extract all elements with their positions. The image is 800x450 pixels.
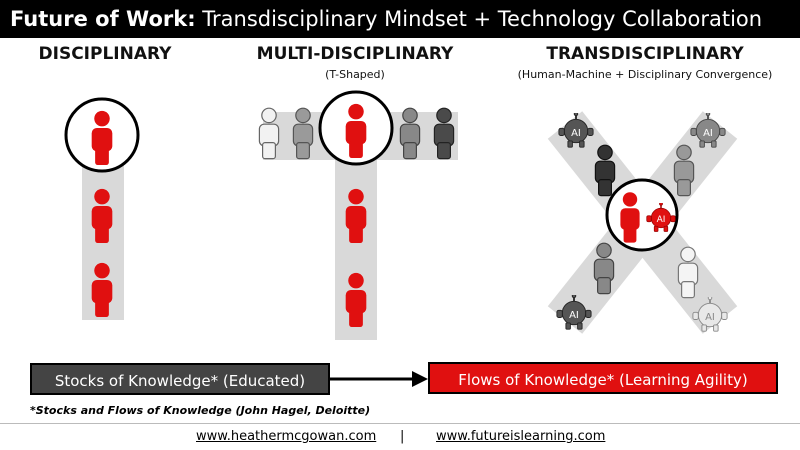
stocks-of-knowledge-box: Stocks of Knowledge* (Educated) — [30, 363, 330, 395]
person-icon — [673, 144, 695, 197]
robot-label: AI — [705, 312, 715, 323]
transdisciplinary-subheading: (Human-Machine + Disciplinary Convergenc… — [517, 68, 773, 81]
footer-separator: | — [400, 429, 405, 444]
person-icon — [433, 107, 455, 160]
robot-label: AI — [571, 128, 581, 139]
title-bold: Future of Work: — [10, 7, 196, 31]
person-icon — [399, 107, 421, 160]
person-icon — [594, 144, 616, 197]
multidisciplinary-subheading: (T-Shaped) — [325, 68, 385, 81]
arrow-head — [412, 371, 428, 387]
person-icon — [677, 246, 699, 299]
footnote: *Stocks and Flows of Knowledge (John Hag… — [30, 404, 371, 417]
footer-link-heathermcgowan[interactable]: www.heathermcgowan.com — [196, 429, 377, 444]
robot-label: AI — [569, 310, 579, 321]
person-icon — [258, 107, 280, 160]
flows-of-knowledge-box: Flows of Knowledge* (Learning Agility) — [428, 362, 778, 394]
transdisciplinary-heading: TRANSDISCIPLINARY — [546, 44, 744, 64]
multidisciplinary-heading: MULTI-DISCIPLINARY — [256, 44, 454, 64]
robot-label: AI — [657, 215, 666, 225]
footer-link-futureislearning[interactable]: www.futureislearning.com — [436, 429, 606, 444]
robot-label: AI — [703, 128, 713, 139]
page-title: Future of Work: Transdisciplinary Mindse… — [0, 0, 800, 38]
disciplinary-heading: DISCIPLINARY — [38, 44, 172, 64]
title-rest: Transdisciplinary Mindset + Technology C… — [195, 7, 763, 31]
robot-icon: AI — [556, 295, 592, 331]
robot-icon: AI — [692, 297, 728, 333]
footer-divider — [0, 423, 800, 424]
robot-icon: AI — [646, 203, 676, 233]
robot-icon: AI — [558, 113, 594, 149]
person-icon — [292, 107, 314, 160]
robot-icon: AI — [690, 113, 726, 149]
person-icon — [593, 242, 615, 295]
